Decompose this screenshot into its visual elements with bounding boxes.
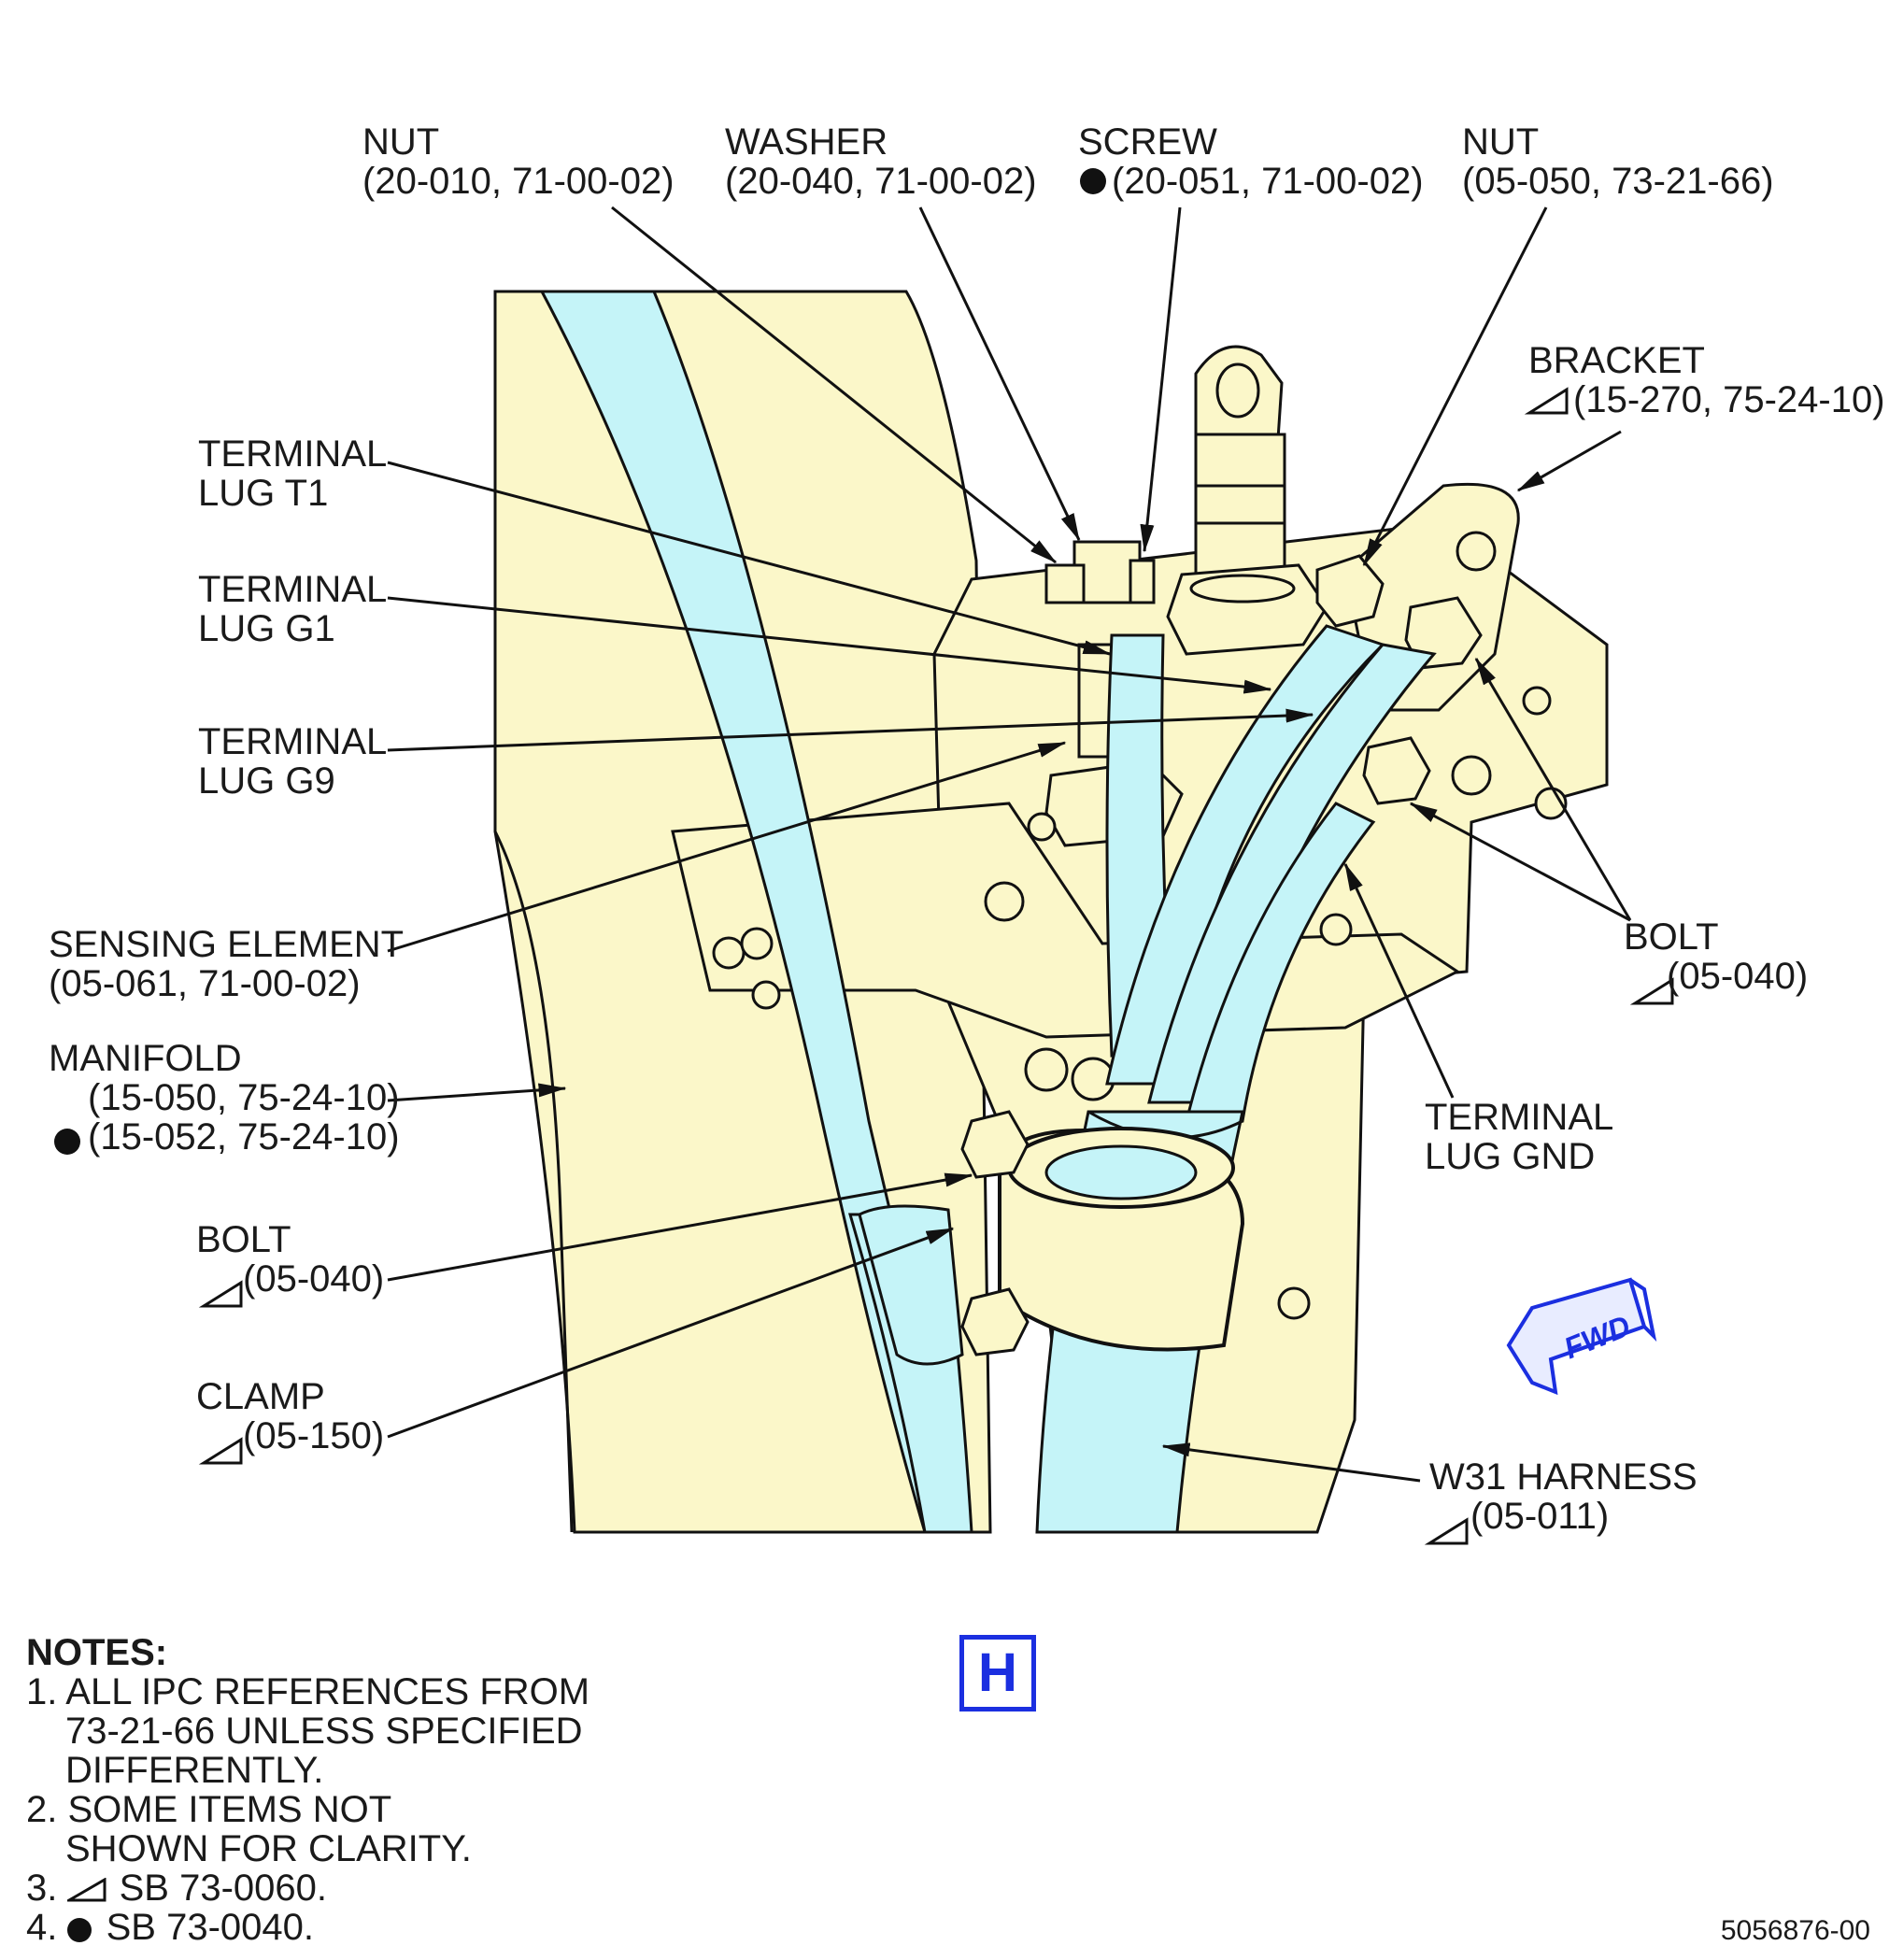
callout-ref: LUG G1 [198,608,335,649]
callout-name: SENSING ELEMENT [49,924,405,965]
callout-ref: (15-052, 75-24-10) [88,1116,400,1158]
callout-manifold: MANIFOLD (15-050, 75-24-10) (15-052, 75-… [49,1039,400,1157]
note-1-line-2: 73-21-66 UNLESS SPECIFIED [65,1711,583,1752]
leader-sensing-element [387,741,1067,953]
note-1-line-3: DIFFERENTLY. [65,1750,324,1791]
callout-clamp: CLAMP (05-150) [196,1377,384,1456]
callout-ref: (20-040, 71-00-02) [725,161,1037,202]
leader-lines [387,206,1632,1483]
callout-name: TERMINAL [198,721,388,762]
callout-nut-top-right: NUT (05-050, 73-21-66) [1462,122,1774,201]
callout-ref: (05-011) [1470,1496,1610,1537]
callout-name: MANIFOLD [49,1038,242,1079]
note-4-text: SB 73-0040. [106,1907,314,1948]
notes-title: NOTES: [26,1632,168,1673]
manifold-edge-line [493,831,574,1533]
callout-ref: LUG G9 [198,760,335,802]
note-1-line-1: 1. ALL IPC REFERENCES FROM [26,1671,590,1712]
view-identifier-box: H [959,1635,1036,1711]
note-3: 3. SB 73-0060. [26,1868,589,1908]
triangle-symbol-icon [67,1878,107,1902]
callout-terminal-g9: TERMINAL LUG G9 [198,722,387,801]
leader-washer [918,206,1081,542]
callout-name: TERMINAL [198,569,388,610]
callout-ref: LUG T1 [198,473,329,514]
fwd-direction-arrow: FWD [1506,1277,1657,1396]
callout-sensing-element: SENSING ELEMENT (05-061, 71-00-02) [49,925,404,1003]
callout-name: TERMINAL [1425,1097,1614,1138]
callout-washer: WASHER (20-040, 71-00-02) [725,122,1037,201]
note-3-number: 3. [26,1868,58,1909]
callout-name: NUT [1462,121,1540,163]
notes-block: NOTES: 1. ALL IPC REFERENCES FROM 73-21-… [26,1633,589,1947]
callout-ref: (05-050, 73-21-66) [1462,161,1774,202]
callout-name: SCREW [1078,121,1217,163]
callout-name: TERMINAL [198,433,388,475]
sb-0060-markers [198,387,1674,1545]
leader-bolt-right-b [1409,802,1631,922]
note-2-line-1: 2. SOME ITEMS NOT [26,1789,392,1830]
callout-ref: (15-270, 75-24-10) [1573,379,1885,420]
callout-name: BOLT [1624,916,1719,958]
callout-name: BRACKET [1528,340,1705,381]
callout-ref: (05-150) [243,1415,385,1456]
note-2-line-2: SHOWN FOR CLARITY. [65,1828,472,1869]
leader-terminal-g9 [387,708,1314,752]
callout-ref: (15-050, 75-24-10) [88,1077,400,1118]
leader-bracket [1516,430,1622,492]
leader-terminal-gnd [1343,862,1455,1099]
callout-name: BOLT [196,1219,291,1260]
leader-terminal-g1 [387,596,1272,694]
view-letter: H [978,1642,1017,1703]
callout-name: CLAMP [196,1376,325,1417]
leader-terminal-t1 [387,461,1112,656]
callout-ref: (20-051, 71-00-02) [1112,161,1424,202]
callout-ref: LUG GND [1425,1136,1596,1177]
callout-name: NUT [362,121,440,163]
callout-ref: (20-010, 71-00-02) [362,161,675,202]
callout-terminal-gnd: TERMINAL LUG GND [1425,1098,1613,1176]
callout-ref: (05-061, 71-00-02) [49,963,361,1004]
leader-clamp [387,1227,955,1439]
callout-bracket: BRACKET (15-270, 75-24-10) [1528,341,1885,419]
callout-ref: (05-040) [1667,956,1809,997]
note-3-text: SB 73-0060. [119,1868,327,1909]
dot-symbol-icon [67,1918,92,1942]
leader-nut-top-left [611,206,1058,564]
callout-screw: SCREW (20-051, 71-00-02) [1078,122,1424,201]
note-4-number: 4. [26,1907,58,1948]
leader-w31-harness [1161,1442,1421,1483]
callout-bolt-right: BOLT (05-040) [1624,917,1808,996]
callout-bolt-left: BOLT (05-040) [196,1220,384,1299]
callout-ref: (05-040) [243,1258,385,1300]
callout-name: W31 HARNESS [1429,1456,1697,1498]
leader-bolt-right-a [1474,657,1632,921]
callout-w31-harness: W31 HARNESS (05-011) [1429,1457,1697,1536]
sb-0040-markers [54,168,1106,1155]
leader-bolt-left [387,1172,973,1282]
callout-name: WASHER [725,121,888,163]
note-4: 4. SB 73-0040. [26,1908,589,1947]
leader-manifold [387,1083,567,1102]
callout-nut-top-left: NUT (20-010, 71-00-02) [362,122,675,201]
callout-terminal-g1: TERMINAL LUG G1 [198,570,387,648]
leader-nut-top-right [1362,206,1548,567]
leader-screw [1140,206,1182,553]
callout-terminal-t1: TERMINAL LUG T1 [198,434,387,513]
figure-number: 5056876-00 [1720,1915,1870,1946]
